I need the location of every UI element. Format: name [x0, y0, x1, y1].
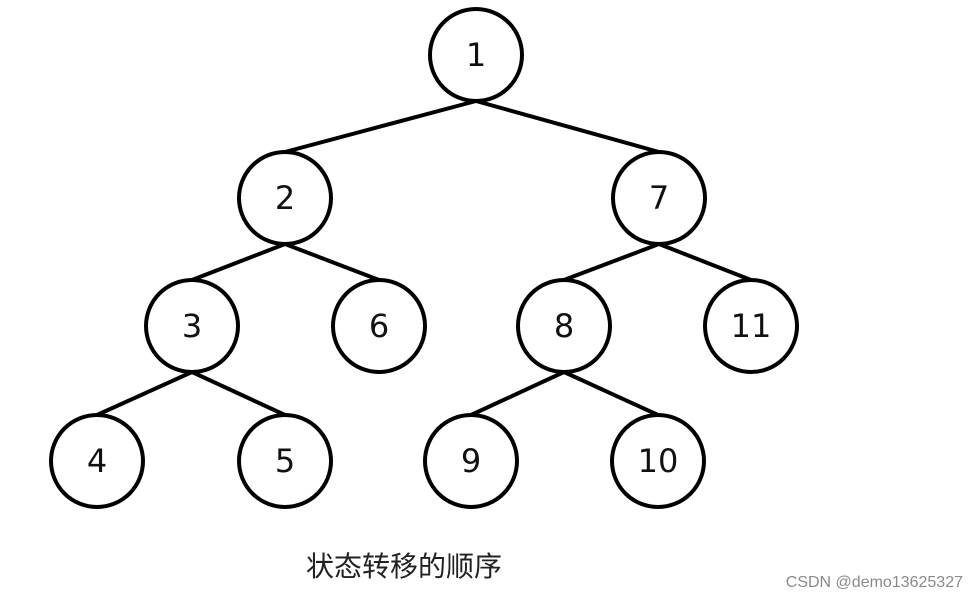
- edge-3-5: [190, 370, 287, 417]
- tree-node-8: 8: [516, 278, 612, 374]
- node-circle: [237, 150, 333, 246]
- edge-1-7: [474, 99, 661, 154]
- node-label: 7: [649, 179, 669, 217]
- node-label: 11: [731, 307, 772, 345]
- node-circle: [428, 7, 524, 103]
- node-circle: [49, 413, 145, 509]
- edge-2-6: [283, 242, 381, 282]
- node-circle: [331, 278, 427, 374]
- edge-3-4: [95, 370, 194, 417]
- csdn-watermark: CSDN @demo13625327: [785, 574, 963, 591]
- diagram-caption: 状态转移的顺序: [306, 550, 503, 583]
- tree-edges: [95, 99, 753, 417]
- node-circle: [703, 278, 799, 374]
- tree-node-4: 4: [49, 413, 145, 509]
- node-label: 10: [638, 442, 679, 480]
- node-label: 1: [466, 36, 486, 74]
- tree-node-7: 7: [611, 150, 707, 246]
- tree-node-6: 6: [331, 278, 427, 374]
- node-label: 3: [182, 307, 202, 345]
- node-label: 2: [275, 179, 295, 217]
- tree-node-9: 9: [423, 413, 519, 509]
- edge-7-11: [657, 242, 753, 282]
- edge-2-3: [190, 242, 287, 282]
- tree-nodes: 1 2 3 4 5 6 7 8 9 10 11: [49, 7, 799, 509]
- tree-node-11: 11: [703, 278, 799, 374]
- node-label: 8: [554, 307, 574, 345]
- edge-1-2: [283, 99, 478, 154]
- node-circle: [144, 278, 240, 374]
- node-circle: [237, 413, 333, 509]
- node-circle: [516, 278, 612, 374]
- edge-8-10: [562, 370, 660, 417]
- edge-7-8: [562, 242, 661, 282]
- node-circle: [423, 413, 519, 509]
- node-circle: [610, 413, 706, 509]
- node-label: 5: [275, 442, 295, 480]
- node-circle: [611, 150, 707, 246]
- tree-node-10: 10: [610, 413, 706, 509]
- node-label: 6: [369, 307, 389, 345]
- tree-node-1: 1: [428, 7, 524, 103]
- tree-node-2: 2: [237, 150, 333, 246]
- tree-node-5: 5: [237, 413, 333, 509]
- edge-8-9: [469, 370, 566, 417]
- node-label: 4: [87, 442, 107, 480]
- node-label: 9: [461, 442, 481, 480]
- tree-node-3: 3: [144, 278, 240, 374]
